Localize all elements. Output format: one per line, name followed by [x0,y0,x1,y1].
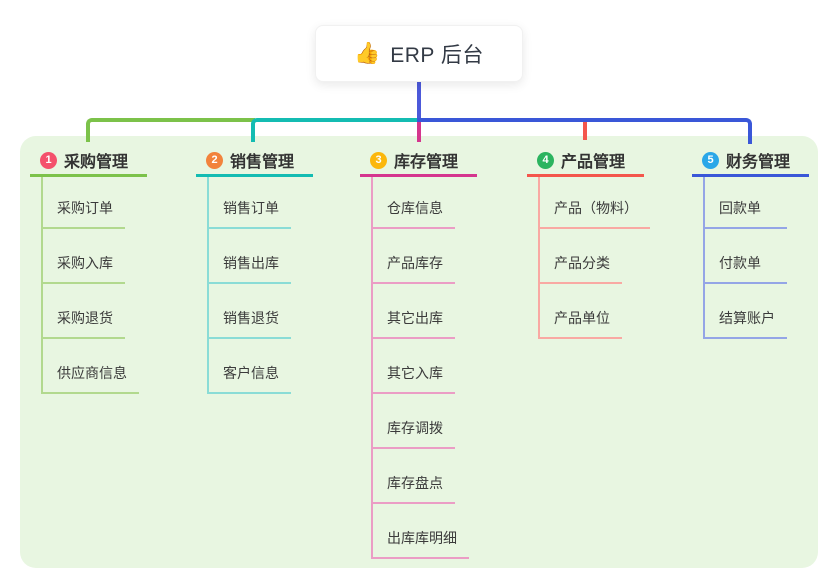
child-node[interactable]: 付款单 [703,229,787,284]
child-node[interactable]: 销售退货 [207,284,291,339]
branch-number-badge: 2 [206,151,223,169]
child-node[interactable]: 客户信息 [207,339,291,394]
branch-child-connector-line [371,177,373,559]
branch-children: 销售订单销售出库销售退货客户信息 [207,177,313,394]
branch-number-badge: 4 [537,151,554,169]
branch-child-connector-line [207,177,209,394]
branch-product: 4 产品管理产品（物料）产品分类产品单位 [527,146,650,339]
root-stem-connector [417,81,421,119]
branch-procurement: 1 采购管理采购订单采购入库采购退货供应商信息 [30,146,147,394]
branch-children: 采购订单采购入库采购退货供应商信息 [41,177,147,394]
child-node[interactable]: 供应商信息 [41,339,139,394]
branch-children: 产品（物料）产品分类产品单位 [538,177,650,339]
branch-title: 产品管理 [561,154,626,171]
connector-procurement [86,118,255,142]
branch-number-badge: 5 [702,151,719,169]
branch-inventory: 3 库存管理仓库信息产品库存其它出库其它入库库存调拨库存盘点出库库明细 [360,146,477,559]
child-node[interactable]: 销售订单 [207,177,291,229]
child-node[interactable]: 采购退货 [41,284,125,339]
branch-children: 仓库信息产品库存其它出库其它入库库存调拨库存盘点出库库明细 [371,177,477,559]
root-node[interactable]: 👍 ERP 后台 [315,25,523,82]
branch-header[interactable]: 2 销售管理 [196,146,313,177]
connector-sales [251,118,421,142]
branch-child-connector-line [538,177,540,339]
branch-header[interactable]: 1 采购管理 [30,146,147,177]
branch-title: 财务管理 [726,154,791,171]
child-node[interactable]: 销售出库 [207,229,291,284]
thumbs-up-icon: 👍 [354,42,381,65]
child-node[interactable]: 仓库信息 [371,177,455,229]
child-node[interactable]: 产品（物料） [538,177,650,229]
child-node[interactable]: 出库库明细 [371,504,469,559]
branch-number-badge: 1 [40,151,57,169]
child-node[interactable]: 采购订单 [41,177,125,229]
root-label: ERP 后台 [390,43,484,67]
connector-inventory [417,122,421,142]
branch-title: 库存管理 [394,154,459,171]
branches-panel [20,136,818,568]
branch-finance: 5 财务管理回款单付款单结算账户 [692,146,809,339]
child-node[interactable]: 产品分类 [538,229,622,284]
child-node[interactable]: 结算账户 [703,284,787,339]
branch-header[interactable]: 3 库存管理 [360,146,477,177]
child-node[interactable]: 回款单 [703,177,787,229]
branch-header[interactable]: 5 财务管理 [692,146,809,177]
branch-header[interactable]: 4 产品管理 [527,146,644,177]
connector-product [583,122,587,140]
child-node[interactable]: 其它入库 [371,339,455,394]
branch-number-badge: 3 [370,151,387,169]
branch-children: 回款单付款单结算账户 [703,177,809,339]
branch-child-connector-line [703,177,705,339]
branch-title: 销售管理 [230,154,295,171]
branch-child-connector-line [41,177,43,394]
child-node[interactable]: 库存调拨 [371,394,455,449]
connector-finance [417,118,752,144]
child-node[interactable]: 产品单位 [538,284,622,339]
child-node[interactable]: 库存盘点 [371,449,455,504]
child-node[interactable]: 其它出库 [371,284,455,339]
branch-sales: 2 销售管理销售订单销售出库销售退货客户信息 [196,146,313,394]
child-node[interactable]: 采购入库 [41,229,125,284]
branch-title: 采购管理 [64,154,129,171]
child-node[interactable]: 产品库存 [371,229,455,284]
